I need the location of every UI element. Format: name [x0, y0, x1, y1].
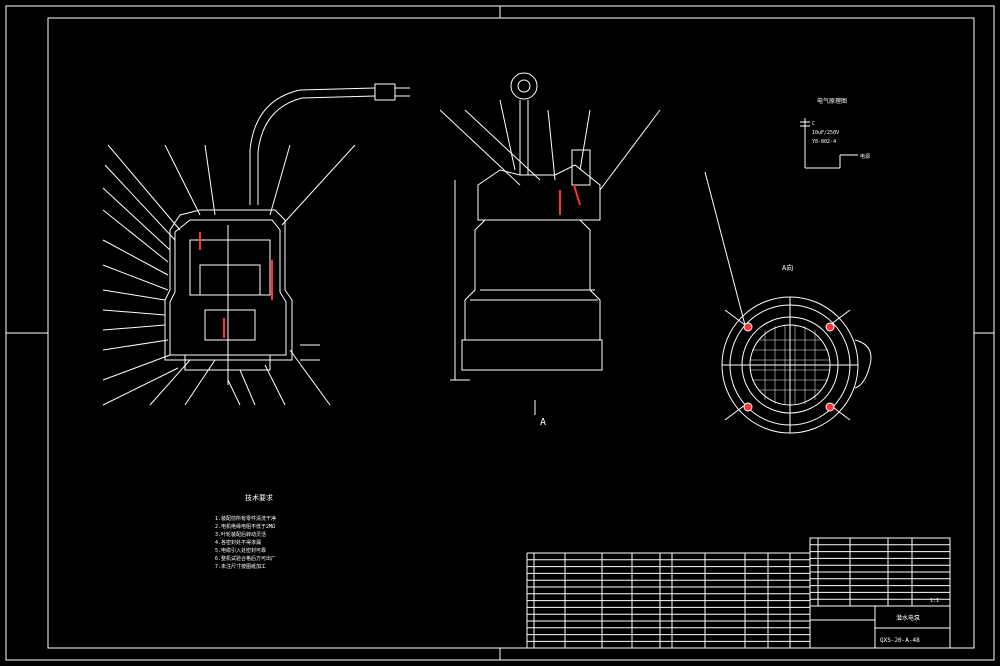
title-block-code: QXS-20-A-48 [880, 637, 920, 644]
note-line: 2.电机绝缘电阻不低于2MΩ [215, 523, 275, 530]
detail-label: A向 [782, 263, 793, 272]
note-line: 4.各密封处不得渗漏 [215, 539, 261, 546]
parts-list-table [526, 537, 950, 648]
circuit-diagram [800, 118, 858, 169]
inner-border [47, 17, 975, 649]
notes-list: 1.装配前所有零件清洗干净 2.电机绝缘电阻不低于2MΩ 3.叶轮装配后转动灵活… [215, 515, 276, 570]
title-block-scale: 1:1 [930, 598, 939, 604]
pump-section-view [102, 83, 410, 406]
pump-bottom-view [704, 171, 872, 434]
circuit-power: 电源 [860, 153, 870, 160]
bottom-view-mesh [750, 325, 830, 405]
note-line: 7.未注尺寸按图纸加工 [215, 563, 266, 570]
title-block-name: 潜水电泵 [896, 614, 920, 622]
notes-title: 技术要求 [245, 493, 273, 502]
front-accents [559, 184, 581, 215]
section-accents [199, 232, 273, 338]
note-line: 6.整机试验合格后方可出厂 [215, 555, 276, 562]
bottom-view-bolts [743, 322, 835, 412]
note-line: 3.叶轮装配后转动灵活 [215, 531, 266, 538]
circuit-spec-2: Y8-802-4 [812, 139, 836, 145]
circuit-spec-1: 10uF/250V [812, 130, 839, 136]
note-line: 5.电缆引入处密封可靠 [215, 547, 266, 554]
center-marks [6, 6, 994, 660]
note-line: 1.装配前所有零件清洗干净 [215, 515, 276, 522]
circuit-cap: C [812, 121, 815, 127]
circuit-title: 电气原理图 [817, 97, 847, 105]
pump-front-view [439, 72, 661, 415]
title-block [809, 537, 951, 649]
view-label-a: A [540, 417, 546, 428]
